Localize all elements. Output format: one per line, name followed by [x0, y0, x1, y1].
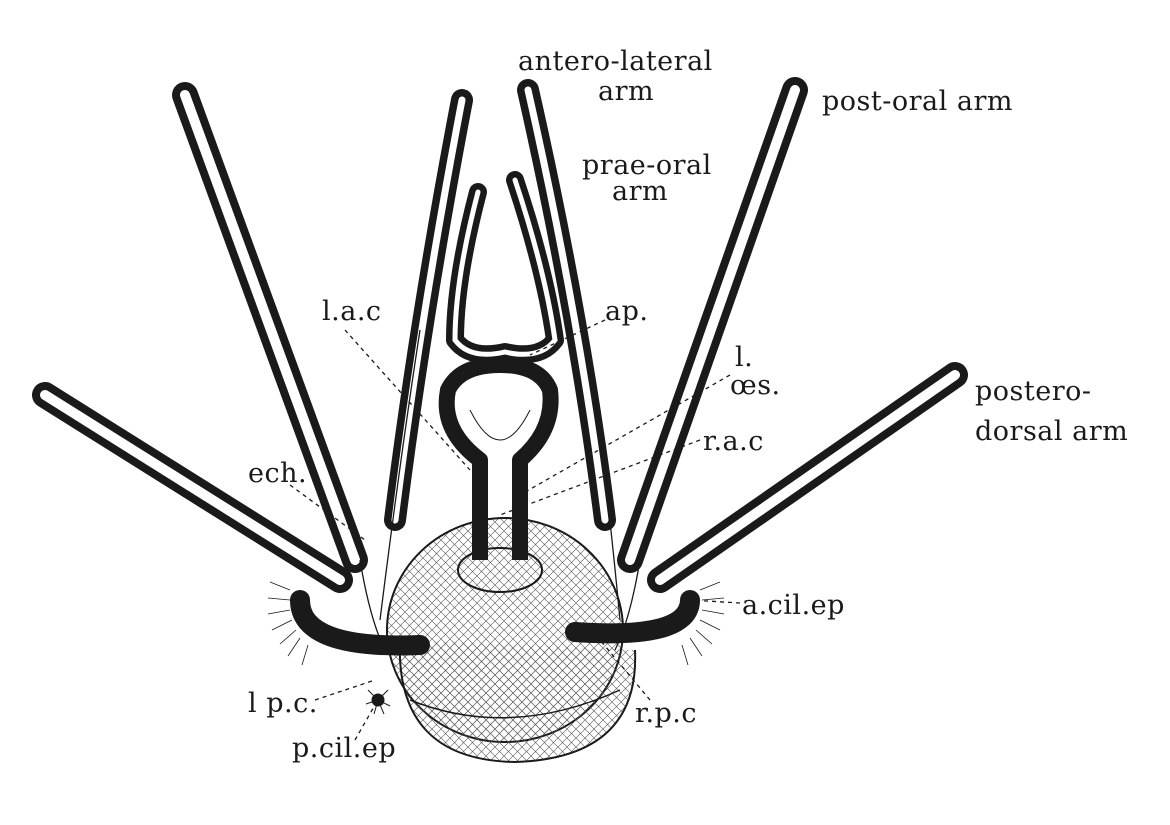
label-post-oral-arm: post-oral arm — [822, 86, 1013, 117]
ciliated-bands — [290, 590, 700, 656]
stomach — [386, 517, 637, 764]
label-l: l. — [735, 342, 754, 373]
prae-oral-arms — [446, 171, 564, 364]
label-ap: ap. — [605, 296, 649, 327]
label-lac: l.a.c — [322, 296, 382, 327]
right-postero-dorsal-arm — [647, 362, 968, 593]
label-postero: postero- — [975, 376, 1092, 407]
left-antero-lateral-arm — [384, 89, 473, 531]
label-antero-lateral: antero-lateral — [518, 46, 713, 77]
leader-lines — [289, 319, 741, 741]
label-rac: r.a.c — [703, 426, 764, 457]
left-post-oral-arm — [172, 82, 368, 573]
label-lpc: l p.c. — [248, 688, 318, 719]
label-prae-oral-arm: arm — [612, 176, 669, 207]
label-rpc: r.p.c — [635, 698, 698, 729]
oesophagus — [438, 357, 559, 593]
label-pcilep: p.cil.ep — [292, 733, 397, 764]
label-prae-oral: prae-oral — [582, 150, 712, 181]
posterior-epaulette — [365, 689, 391, 715]
label-oes: œs. — [730, 370, 781, 401]
cilia-tufts — [267, 581, 725, 666]
right-antero-lateral-arm — [517, 79, 616, 531]
label-antero-lateral-arm: arm — [598, 76, 655, 107]
label-ech: ech. — [248, 458, 308, 489]
left-postero-dorsal-arm — [32, 382, 353, 593]
label-acilep: a.cil.ep — [742, 590, 845, 621]
label-dorsal-arm: dorsal arm — [975, 416, 1129, 447]
skeleton-rods — [359, 329, 641, 651]
right-post-oral-arm — [617, 77, 808, 573]
